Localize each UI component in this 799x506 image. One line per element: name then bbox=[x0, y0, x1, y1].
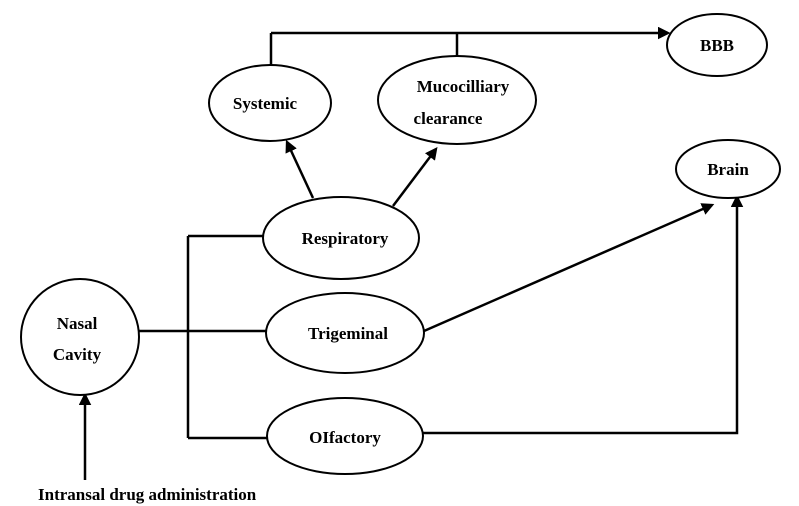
node-nasal-label-2: Cavity bbox=[53, 345, 102, 364]
edge-respiratory-systemic bbox=[285, 139, 315, 199]
node-brain-label: Brain bbox=[707, 160, 749, 179]
node-trigeminal: Trigeminal bbox=[265, 292, 425, 374]
node-mucociliary-label-1: Mucocilliary bbox=[417, 77, 510, 96]
node-trigeminal-label: Trigeminal bbox=[308, 324, 388, 343]
node-mucociliary-label-2: clearance bbox=[414, 109, 483, 128]
node-respiratory-label: Respiratory bbox=[302, 229, 389, 248]
node-brain: Brain bbox=[675, 139, 781, 199]
edge-olfactory-brain bbox=[423, 194, 744, 435]
node-nasal-label-1: Nasal bbox=[57, 314, 98, 333]
node-nasal-cavity: Nasal Cavity bbox=[20, 278, 140, 396]
node-bbb: BBB bbox=[666, 13, 768, 77]
node-systemic-label: Systemic bbox=[233, 94, 298, 113]
node-mucociliary: Mucocilliary clearance bbox=[377, 55, 537, 145]
node-bbb-label: BBB bbox=[700, 36, 734, 55]
node-olfactory-label: OIfactory bbox=[309, 428, 381, 447]
node-olfactory: OIfactory bbox=[266, 397, 424, 475]
node-systemic: Systemic bbox=[208, 64, 332, 142]
node-respiratory: Respiratory bbox=[262, 196, 420, 280]
administration-caption: Intransal drug administration bbox=[38, 485, 257, 504]
edges bbox=[78, 26, 744, 480]
edge-trigeminal-brain bbox=[423, 203, 715, 333]
edge-respiratory-mucociliary bbox=[392, 147, 438, 207]
